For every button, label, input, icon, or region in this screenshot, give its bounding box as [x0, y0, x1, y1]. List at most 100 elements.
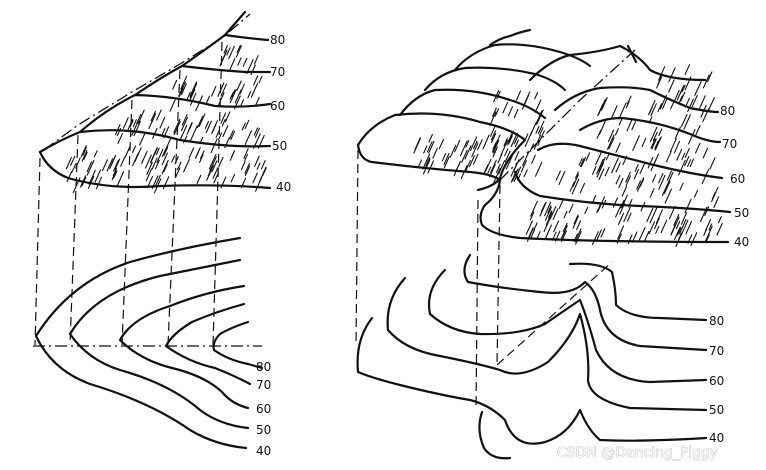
hatch-stroke — [680, 91, 686, 102]
hatch-stroke — [596, 158, 604, 175]
right-valley-axis — [499, 49, 636, 181]
hatch-stroke — [625, 171, 631, 183]
hatch-stroke — [680, 212, 688, 225]
hatch-stroke — [608, 137, 615, 150]
hatch-stroke — [652, 174, 657, 183]
hatch-stroke — [504, 148, 509, 157]
hatch-stroke — [699, 95, 706, 109]
hatch-stroke — [568, 203, 574, 214]
hatch-stroke — [236, 80, 242, 91]
hatch-stroke — [66, 170, 73, 183]
hatch-stroke — [622, 155, 628, 166]
hatch-stroke — [228, 45, 235, 60]
hatch-stroke — [618, 117, 623, 126]
left-plan-contour-60 — [118, 284, 250, 410]
right-block-left-60 — [423, 66, 567, 92]
hatch-stroke — [198, 113, 206, 127]
hatch-stroke — [211, 86, 217, 97]
hatch-stroke — [539, 127, 544, 136]
hatch-stroke — [676, 85, 685, 101]
hatch-stroke — [669, 138, 677, 153]
hatch-stroke — [210, 138, 218, 154]
hatch-stroke — [649, 188, 655, 198]
hatch-stroke — [601, 199, 607, 209]
right-plan-valley-axis — [496, 261, 613, 366]
hatch-stroke — [533, 222, 538, 231]
hatch-stroke — [199, 150, 205, 160]
hatch-stroke — [493, 89, 500, 103]
hatch-stroke — [679, 182, 684, 191]
hatch-stroke — [156, 109, 162, 121]
hatch-stroke — [155, 147, 160, 156]
hatch-stroke — [254, 127, 260, 138]
hatch-stroke — [536, 231, 541, 240]
hatch-stroke — [551, 231, 557, 241]
hatch-stroke — [498, 160, 506, 175]
hatch-stroke — [691, 94, 698, 108]
hatch-stroke — [180, 75, 188, 90]
right-block-right-80 — [528, 44, 707, 82]
right-valley-block — [356, 28, 732, 247]
left-plan-contour-70 — [164, 302, 252, 386]
hatch-stroke — [255, 96, 260, 107]
right-plan-contour-70 — [463, 253, 708, 352]
hatch-stroke — [684, 64, 691, 75]
hatch-stroke — [190, 92, 197, 106]
hatch-stroke — [490, 130, 497, 141]
hatch-stroke — [654, 217, 660, 230]
hatch-stroke — [124, 145, 131, 158]
hatch-stroke — [223, 45, 228, 54]
hatch-stroke — [496, 134, 501, 143]
hatch-stroke — [666, 171, 674, 186]
hatch-stroke — [537, 130, 545, 146]
hatch-stroke — [204, 120, 210, 129]
hatch-stroke — [575, 231, 582, 245]
hatch-stroke — [562, 222, 568, 233]
hatch-stroke — [621, 185, 628, 197]
left-plan-label-80: 80 — [256, 360, 271, 374]
hatch-stroke — [80, 145, 87, 158]
hatch-stroke — [650, 138, 656, 149]
hatch-stroke — [147, 175, 154, 188]
hatch-stroke — [492, 140, 500, 154]
hatch-stroke — [154, 174, 161, 188]
hatch-stroke — [604, 166, 610, 177]
hatch-stroke — [65, 157, 72, 170]
hatch-stroke — [188, 89, 196, 102]
hatch-stroke — [591, 166, 597, 175]
left-block-label-40: 40 — [276, 180, 291, 194]
hatch-stroke — [87, 175, 95, 189]
hatch-stroke — [685, 220, 693, 235]
hatch-stroke — [484, 158, 492, 173]
hatch-stroke — [555, 170, 561, 181]
hatch-stroke — [131, 121, 139, 136]
right-block-right-40 — [513, 170, 732, 214]
hatch-stroke — [230, 130, 236, 141]
hatch-stroke — [237, 57, 242, 66]
hatch-stroke — [258, 75, 263, 84]
hatch-stroke — [717, 216, 722, 224]
hatch-stroke — [86, 159, 95, 176]
hatch-stroke — [623, 206, 631, 223]
hatch-stroke — [494, 108, 500, 117]
hatch-stroke — [615, 142, 621, 153]
hatch-stroke — [229, 92, 234, 100]
hatch-stroke — [490, 159, 497, 174]
hatch-stroke — [607, 129, 615, 143]
hatch-stroke — [591, 231, 599, 245]
hatch-stroke — [529, 143, 535, 153]
hatch-stroke — [610, 105, 618, 120]
hatch-stroke — [673, 140, 681, 154]
hatch-stroke — [222, 125, 229, 138]
hatch-stroke — [584, 206, 589, 215]
hatch-stroke — [684, 198, 692, 214]
hatch-stroke — [257, 134, 265, 149]
hatch-stroke — [224, 111, 231, 123]
hatch-stroke — [615, 174, 621, 185]
hatch-stroke — [196, 174, 202, 185]
hatch-stroke — [614, 128, 619, 136]
hatch-stroke — [116, 171, 125, 187]
hatch-stroke — [627, 95, 632, 105]
hatch-stroke — [510, 170, 517, 183]
hatch-stroke — [699, 206, 708, 223]
